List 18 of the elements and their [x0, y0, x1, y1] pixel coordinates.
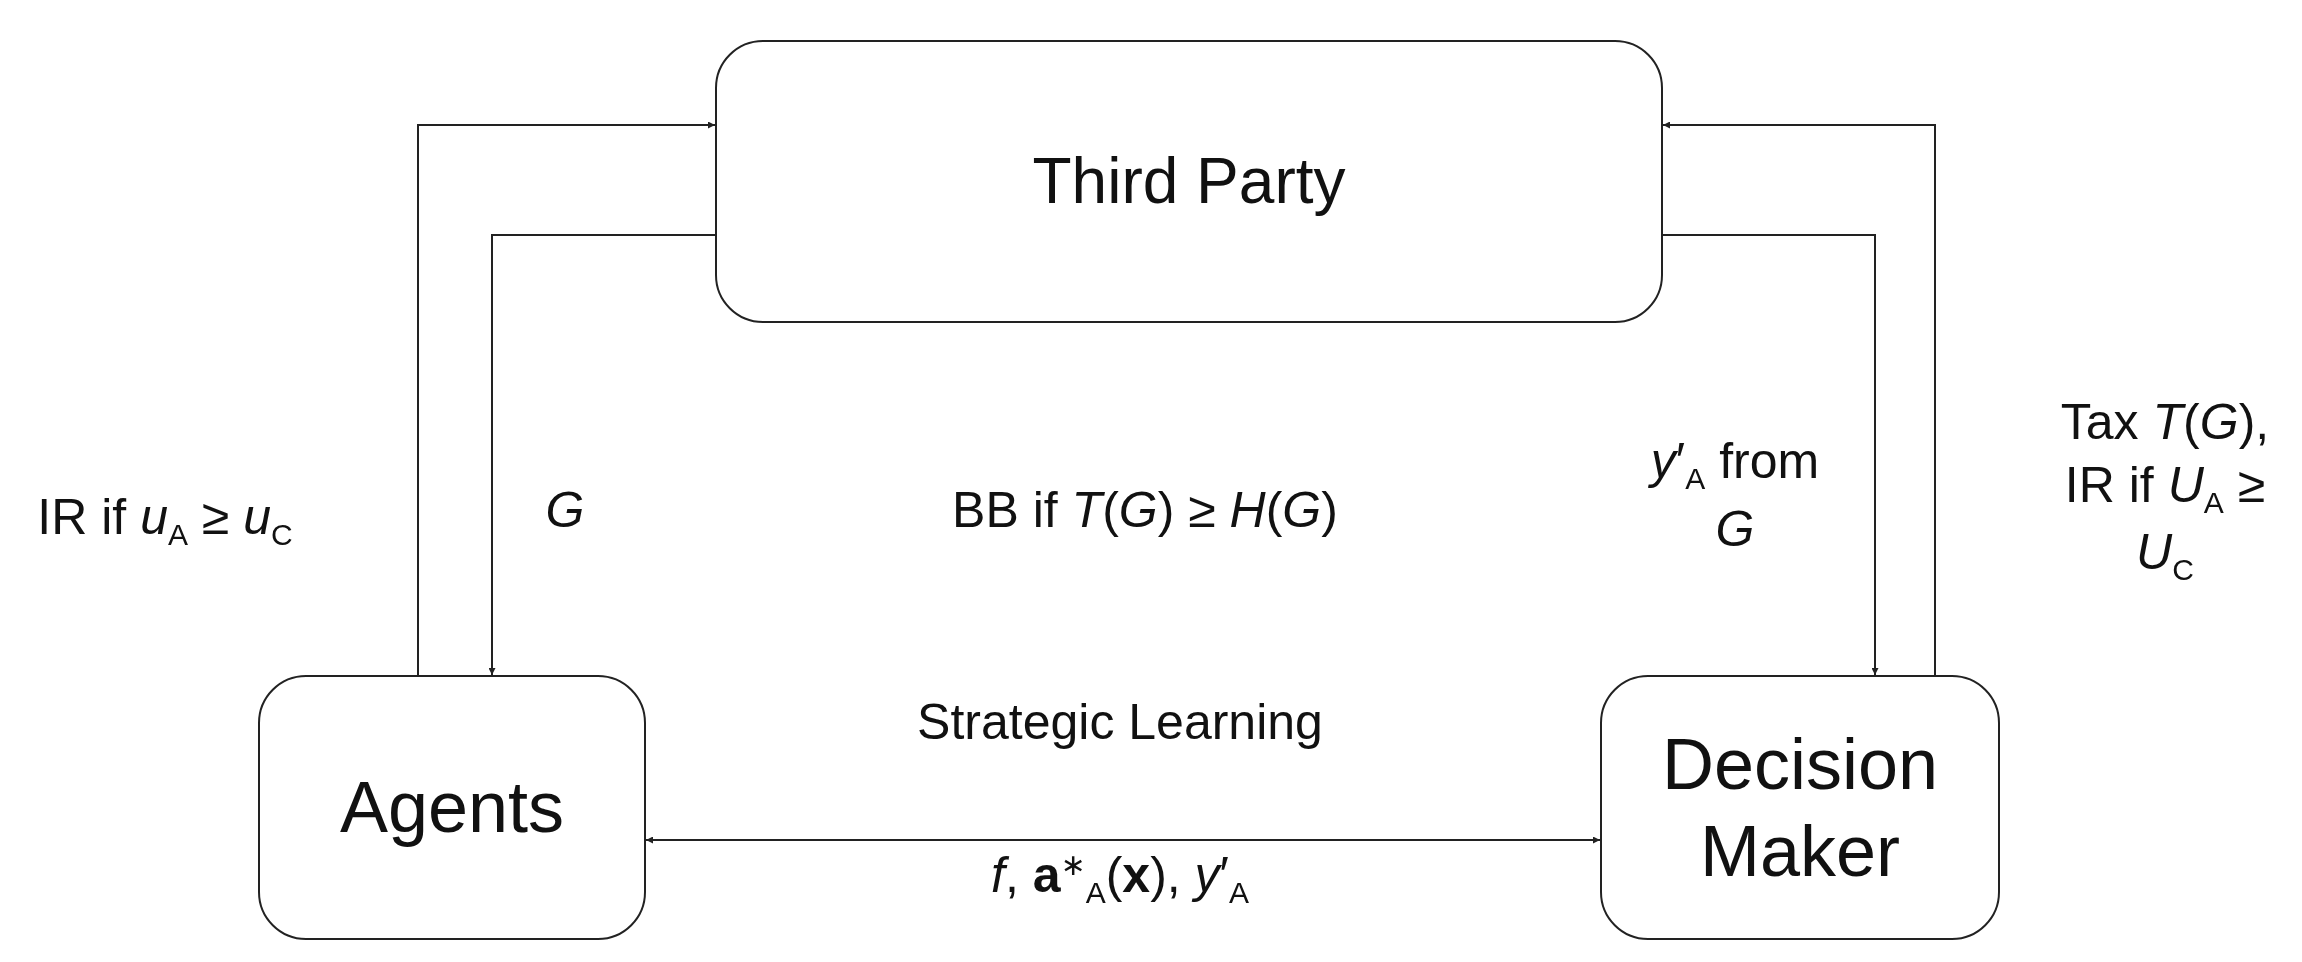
edge-label: G — [544, 480, 586, 540]
arrow — [1662, 121, 1936, 676]
rounded-box — [715, 40, 1663, 323]
edge-label: y′$_{A}$ from G — [1647, 432, 1821, 559]
arrow — [488, 234, 716, 676]
edge-label: Tax T(G), IR if U$_{A}$ ≥ U$_{C}$ — [2059, 393, 2271, 589]
arrow — [645, 836, 1601, 844]
node-label: Third Party — [1032, 144, 1346, 220]
edge-label: IR if u$_{A}$ ≥ u$_{C}$ — [36, 488, 294, 554]
formula-label: f, a$^{∗}$$_{A}$(x), y′$_{A}$ — [990, 846, 1250, 912]
arrow — [417, 121, 716, 676]
node-label: Decision Maker — [1660, 723, 1940, 893]
edge-label: Strategic Learning — [916, 692, 1324, 752]
node-label: Agents — [339, 766, 565, 850]
rounded-box — [258, 675, 646, 940]
formula-label: BB if T(G) ≥ H(G) — [951, 480, 1339, 540]
arrow — [1662, 234, 1879, 676]
rounded-box — [1600, 675, 2000, 940]
